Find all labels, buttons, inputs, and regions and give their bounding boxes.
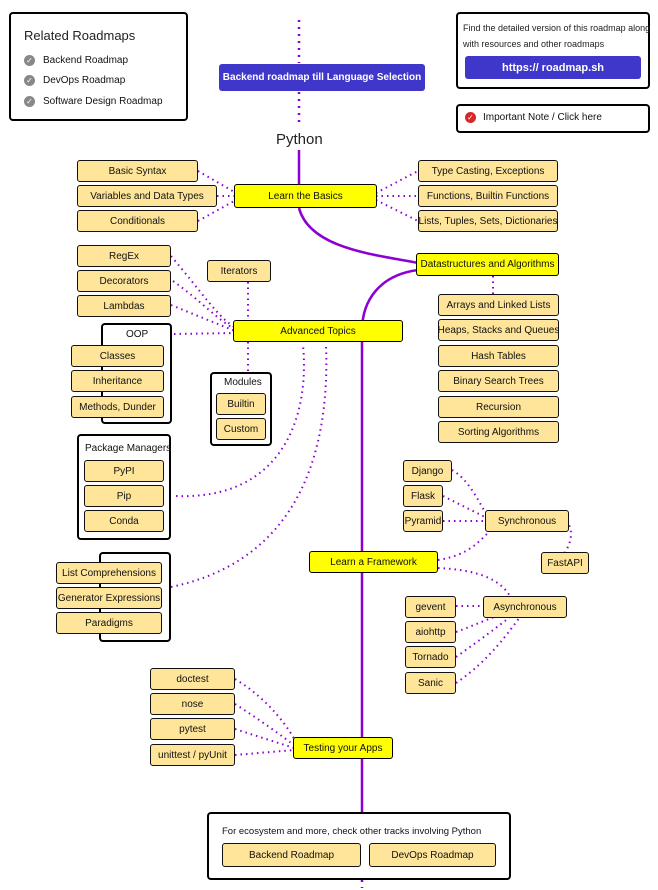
backend-roadmap-button[interactable]: Backend roadmap till Language Selection: [219, 64, 425, 91]
node-sanic[interactable]: Sanic: [405, 672, 456, 694]
related-item-label: Backend Roadmap: [43, 55, 129, 66]
related-item-software-design[interactable]: ✓ Software Design Roadmap: [24, 96, 163, 107]
node-decorators[interactable]: Decorators: [77, 270, 171, 292]
node-heaps[interactable]: Heaps, Stacks and Queues: [438, 319, 559, 341]
related-roadmaps-panel: [9, 12, 188, 121]
node-django[interactable]: Django: [403, 460, 452, 482]
check-circle-icon: ✓: [24, 96, 35, 107]
node-asynchronous[interactable]: Asynchronous: [483, 596, 567, 618]
node-list-comprehensions[interactable]: List Comprehensions: [56, 562, 162, 584]
node-unittest[interactable]: unittest / pyUnit: [150, 744, 235, 766]
node-classes[interactable]: Classes: [71, 345, 164, 367]
node-advanced-topics[interactable]: Advanced Topics: [233, 320, 403, 342]
node-inheritance[interactable]: Inheritance: [71, 370, 164, 392]
related-item-label: Software Design Roadmap: [43, 96, 163, 107]
node-pytest[interactable]: pytest: [150, 718, 235, 740]
oop-label: OOP: [126, 329, 149, 340]
node-tornado[interactable]: Tornado: [405, 646, 456, 668]
footer-text: For ecosystem and more, check other trac…: [222, 826, 482, 837]
node-pip[interactable]: Pip: [84, 485, 164, 507]
node-builtin[interactable]: Builtin: [216, 393, 266, 415]
check-circle-icon: ✓: [24, 55, 35, 66]
node-conda[interactable]: Conda: [84, 510, 164, 532]
node-type-casting[interactable]: Type Casting, Exceptions: [418, 160, 558, 182]
node-pypi[interactable]: PyPI: [84, 460, 164, 482]
node-gevent[interactable]: gevent: [405, 596, 456, 618]
node-methods-dunder[interactable]: Methods, Dunder: [71, 396, 164, 418]
important-note-link[interactable]: ✓ Important Note / Click here: [465, 112, 602, 123]
node-functions[interactable]: Functions, Builtin Functions: [418, 185, 558, 207]
modules-label: Modules: [224, 377, 262, 388]
package-managers-label: Package Managers: [85, 443, 172, 454]
node-lambdas[interactable]: Lambdas: [77, 295, 171, 317]
node-doctest[interactable]: doctest: [150, 668, 235, 690]
important-note-label: Important Note / Click here: [483, 112, 602, 123]
node-datastructures[interactable]: Datastructures and Algorithms: [416, 253, 559, 276]
page-title: Python: [276, 131, 323, 148]
node-aiohttp[interactable]: aiohttp: [405, 621, 456, 643]
node-conditionals[interactable]: Conditionals: [77, 210, 198, 232]
node-paradigms[interactable]: Paradigms: [56, 612, 162, 634]
node-flask[interactable]: Flask: [403, 485, 443, 507]
node-learn-framework[interactable]: Learn a Framework: [309, 551, 438, 573]
node-bst[interactable]: Binary Search Trees: [438, 370, 559, 392]
check-circle-icon: ✓: [465, 112, 476, 123]
node-nose[interactable]: nose: [150, 693, 235, 715]
node-testing-apps[interactable]: Testing your Apps: [293, 737, 393, 759]
node-hash-tables[interactable]: Hash Tables: [438, 345, 559, 367]
related-item-label: DevOps Roadmap: [43, 75, 126, 86]
check-circle-icon: ✓: [24, 75, 35, 86]
related-item-devops[interactable]: ✓ DevOps Roadmap: [24, 75, 125, 86]
node-custom[interactable]: Custom: [216, 418, 266, 440]
node-pyramid[interactable]: Pyramid: [403, 510, 443, 532]
footer-devops-roadmap-link[interactable]: DevOps Roadmap: [369, 843, 496, 867]
node-learn-basics[interactable]: Learn the Basics: [234, 184, 377, 208]
node-recursion[interactable]: Recursion: [438, 396, 559, 418]
node-basic-syntax[interactable]: Basic Syntax: [77, 160, 198, 182]
related-roadmaps-title: Related Roadmaps: [24, 28, 136, 43]
roadmap-link-button[interactable]: https:// roadmap.sh: [465, 56, 641, 79]
node-lists-tuples[interactable]: Lists, Tuples, Sets, Dictionaries: [418, 210, 558, 232]
node-fastapi[interactable]: FastAPI: [541, 552, 589, 574]
important-note-panel: [456, 104, 650, 133]
node-variables[interactable]: Variables and Data Types: [77, 185, 217, 207]
node-regex[interactable]: RegEx: [77, 245, 171, 267]
node-generator-expressions[interactable]: Generator Expressions: [56, 587, 162, 609]
info-text: Find the detailed version of this roadma…: [463, 23, 651, 49]
node-arrays[interactable]: Arrays and Linked Lists: [438, 294, 559, 316]
related-item-backend[interactable]: ✓ Backend Roadmap: [24, 55, 128, 66]
footer-backend-roadmap-link[interactable]: Backend Roadmap: [222, 843, 361, 867]
node-iterators[interactable]: Iterators: [207, 260, 271, 282]
node-synchronous[interactable]: Synchronous: [485, 510, 569, 532]
node-sorting[interactable]: Sorting Algorithms: [438, 421, 559, 443]
